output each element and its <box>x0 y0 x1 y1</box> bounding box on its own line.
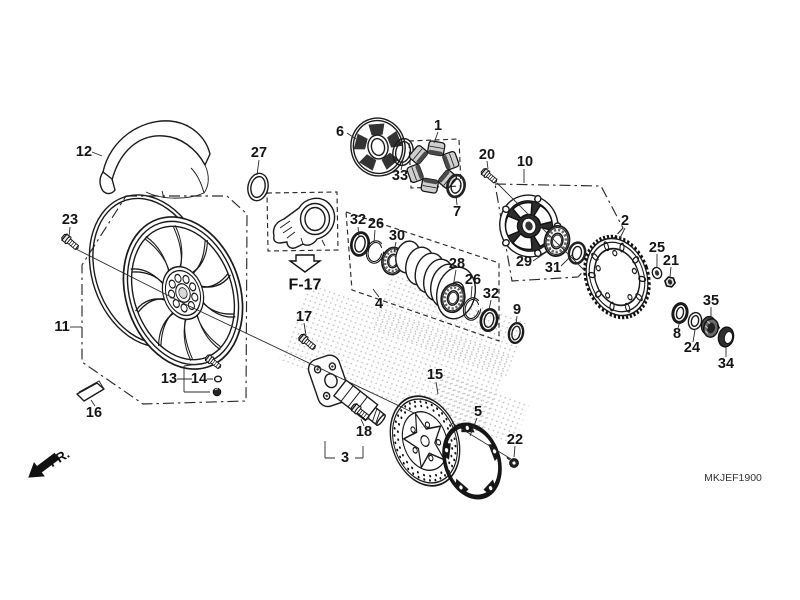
stipple-shade-band <box>279 273 530 445</box>
callout-24: 24 <box>684 340 700 356</box>
callout-9: 9 <box>513 302 521 318</box>
callout-16: 16 <box>86 405 102 421</box>
part-22-nut <box>506 457 519 468</box>
part-20-bolt <box>479 166 500 186</box>
callout-27: 27 <box>251 145 267 161</box>
callout-22: 22 <box>507 432 523 448</box>
part-6-damper-flange <box>350 117 406 177</box>
callout-30: 30 <box>389 228 405 244</box>
callout-2: 2 <box>621 213 629 229</box>
callout-11: 11 <box>54 319 69 335</box>
part-5-pulser-ring <box>442 422 502 500</box>
callout-26-left: 26 <box>368 216 384 232</box>
part-2-sprocket <box>583 234 651 320</box>
f17-reference-box <box>266 191 339 252</box>
callout-13: 13 <box>161 371 177 387</box>
callout-12: 12 <box>76 144 92 160</box>
part-25-washer <box>651 266 663 280</box>
part-12-hugger <box>99 120 211 199</box>
callout-17: 17 <box>296 309 312 325</box>
callout-14: 14 <box>191 371 207 387</box>
callout-21: 21 <box>663 253 679 269</box>
front-direction-arrow-icon: FR. <box>28 446 72 478</box>
callout-7: 7 <box>453 204 461 220</box>
leader-lines <box>68 131 727 460</box>
callout-31: 31 <box>545 260 561 276</box>
part-21-nut <box>663 276 677 288</box>
callout-1: 1 <box>434 118 442 134</box>
part-24-washer <box>687 311 703 331</box>
callout-26-right: 26 <box>465 272 481 288</box>
part-32-oring-right <box>479 307 499 333</box>
callout-15: 15 <box>427 367 443 383</box>
callout-32-right: 32 <box>483 286 499 302</box>
callout-35: 35 <box>703 293 719 309</box>
callout-labels: 12 27 23 11 16 13 14 6 33 1 7 20 10 29 3… <box>54 118 734 466</box>
callout-28: 28 <box>449 256 465 272</box>
callout-33: 33 <box>392 168 408 184</box>
callout-8: 8 <box>673 326 681 342</box>
part-16-weight <box>76 380 105 402</box>
callout-32-left: 32 <box>350 212 366 228</box>
part-31-seal <box>567 241 587 265</box>
callout-4: 4 <box>375 296 383 312</box>
callout-20: 20 <box>479 147 495 163</box>
part-9-oring <box>507 321 525 345</box>
callout-6: 6 <box>336 124 344 140</box>
part-1-damper-rubbers <box>406 140 460 194</box>
f17-chain-case-part <box>272 197 336 249</box>
f17-down-arrow-icon <box>287 254 323 273</box>
wheel-assembly-boundary <box>81 195 248 405</box>
part-10-driven-flange <box>499 194 562 258</box>
part-7-seal <box>446 173 466 199</box>
part-23-bolt <box>59 232 82 253</box>
part-35-axle-nut <box>700 315 719 338</box>
callout-34: 34 <box>718 356 734 372</box>
hub-assembly-boundary <box>345 211 500 342</box>
part-27-oring <box>247 172 269 202</box>
part-11-wheel <box>88 194 244 370</box>
callout-5: 5 <box>474 404 482 420</box>
diagram-code: MKJEF1900 <box>704 472 762 484</box>
part-8-collar <box>671 302 689 324</box>
flange-assembly-boundary <box>494 183 624 282</box>
callout-23: 23 <box>62 212 78 228</box>
f17-reference-label: F-17 <box>289 277 322 294</box>
callout-3: 3 <box>341 450 349 466</box>
callout-25: 25 <box>649 240 665 256</box>
part-13-14-fasteners <box>203 353 224 397</box>
part-34-cap <box>716 324 735 348</box>
callout-10: 10 <box>517 154 533 170</box>
wheel-hub <box>161 265 205 321</box>
callout-29: 29 <box>516 254 532 270</box>
callout-18: 18 <box>356 424 372 440</box>
